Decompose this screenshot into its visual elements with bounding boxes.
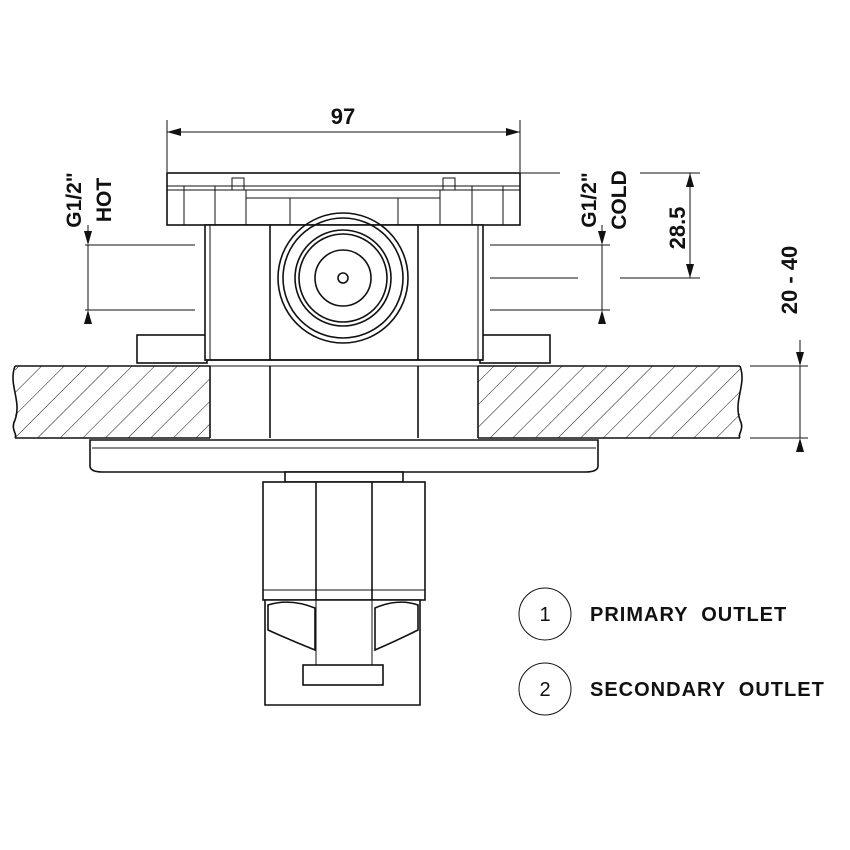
legend-number: 1 (539, 604, 550, 626)
cartridge-port (277, 212, 409, 344)
body-in-wall (209, 366, 479, 438)
dimension-width (167, 128, 520, 136)
top-flange (166, 172, 521, 226)
dimension-cold (598, 225, 606, 324)
dimension-offset (686, 173, 694, 278)
extension-lines (85, 120, 808, 439)
legend-label: SECONDARY OUTLET (590, 679, 825, 701)
offset-dimension-label: 28.5 (665, 207, 690, 250)
cover-plate (89, 439, 599, 483)
wall-section (12, 365, 743, 439)
legend-number: 2 (539, 679, 550, 701)
legend: 1 PRIMARY OUTLET 2 SECONDARY OUTLET (518, 587, 825, 716)
dimension-hot (84, 225, 92, 324)
legend-item-secondary-outlet: 2 SECONDARY OUTLET (518, 662, 825, 716)
dimension-wall (796, 340, 804, 452)
legend-number-circle (518, 662, 572, 716)
hot-size-label: G1/2" (63, 172, 86, 227)
legend-number-circle (518, 587, 572, 641)
hot-label: HOT (93, 178, 116, 223)
handle-lever (264, 599, 421, 706)
width-dimension-label: 97 (331, 104, 355, 129)
legend-label: PRIMARY OUTLET (590, 604, 787, 626)
handle-spindle (262, 481, 426, 601)
cold-label: COLD (608, 170, 631, 230)
mounting-ears (136, 334, 551, 364)
cold-size-label: G1/2" (578, 172, 601, 227)
legend-item-primary-outlet: 1 PRIMARY OUTLET (518, 587, 787, 641)
wall-thickness-label: 20 - 40 (777, 246, 802, 315)
